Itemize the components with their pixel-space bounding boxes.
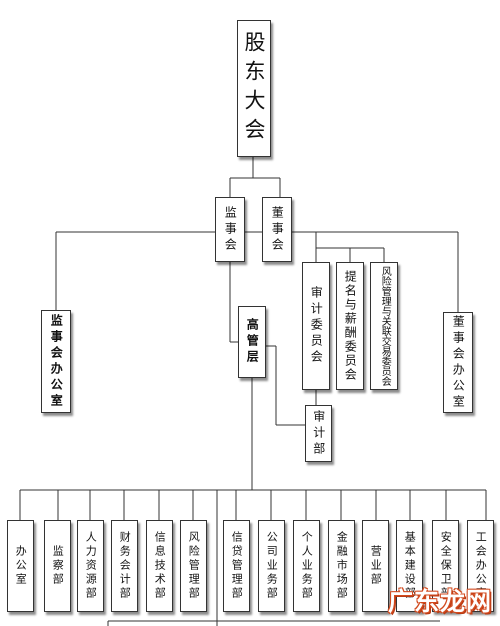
dept-label: 金融市场部 <box>335 531 349 601</box>
dept-label: 工会办公室 <box>474 531 488 601</box>
dept-label: 人力资源部 <box>84 531 98 601</box>
dept-label: 财务会计部 <box>118 531 132 601</box>
dept-box: 人力资源部 <box>77 520 104 612</box>
senior-management-box: 高管层 <box>238 306 266 378</box>
audit-department-label: 审计部 <box>311 409 326 458</box>
dept-label: 风险管理部 <box>187 531 201 601</box>
audit-department-box: 审计部 <box>305 405 332 462</box>
supervisory-board-box: 监事会 <box>215 197 245 262</box>
dept-label: 信息技术部 <box>153 531 167 601</box>
dept-box: 安全保卫部 <box>432 520 459 612</box>
senior-management-label: 高管层 <box>245 318 260 366</box>
dept-label: 信贷管理部 <box>230 531 244 601</box>
nomination-committee-box: 提名与薪酬委员会 <box>336 262 364 390</box>
dept-box: 个人业务部 <box>293 520 320 612</box>
dept-label: 基本建设部 <box>403 531 417 601</box>
dept-label: 个人业务部 <box>300 531 314 601</box>
supervisory-board-label: 监事会 <box>223 205 238 254</box>
dept-box: 工会办公室 <box>467 520 494 612</box>
dept-label: 监察部 <box>51 545 65 587</box>
dept-box: 金融市场部 <box>328 520 355 612</box>
risk-committee-box: 风险管理与关联交易委员会 <box>370 262 398 390</box>
risk-committee-label: 风险管理与关联交易委员会 <box>379 266 391 386</box>
dept-box: 公司业务部 <box>258 520 285 612</box>
board-of-directors-box: 董事会 <box>262 197 292 262</box>
dept-box: 信贷管理部 <box>223 520 250 612</box>
watermark-logo: 广东龙网 <box>388 582 492 618</box>
nomination-committee-label: 提名与薪酬委员会 <box>343 270 358 382</box>
dept-label: 安全保卫部 <box>439 531 453 601</box>
dept-box: 基本建设部 <box>396 520 423 612</box>
audit-committee-box: 审计委员会 <box>302 262 330 390</box>
dept-box: 营业部 <box>362 520 389 612</box>
board-office-box: 董事会办公室 <box>443 312 473 413</box>
board-of-directors-label: 董事会 <box>270 205 285 254</box>
supervisory-office-box: 监事会办公室 <box>41 310 71 413</box>
watermark-text: 广东龙网 <box>387 587 492 616</box>
shareholders-meeting-box: 股东大会 <box>237 20 271 157</box>
dept-box: 风险管理部 <box>180 520 207 612</box>
dept-box: 财务会计部 <box>111 520 138 612</box>
board-office-label: 董事会办公室 <box>451 314 466 411</box>
dept-label: 营业部 <box>369 545 383 587</box>
dept-label: 公司业务部 <box>265 531 279 601</box>
dept-label: 办公室 <box>14 545 28 587</box>
dept-box: 监察部 <box>44 520 71 612</box>
supervisory-office-label: 监事会办公室 <box>49 313 64 410</box>
shareholders-meeting-label: 股东大会 <box>242 30 267 147</box>
dept-box: 信息技术部 <box>146 520 173 612</box>
audit-committee-label: 审计委员会 <box>309 286 324 366</box>
dept-box: 办公室 <box>7 520 34 612</box>
